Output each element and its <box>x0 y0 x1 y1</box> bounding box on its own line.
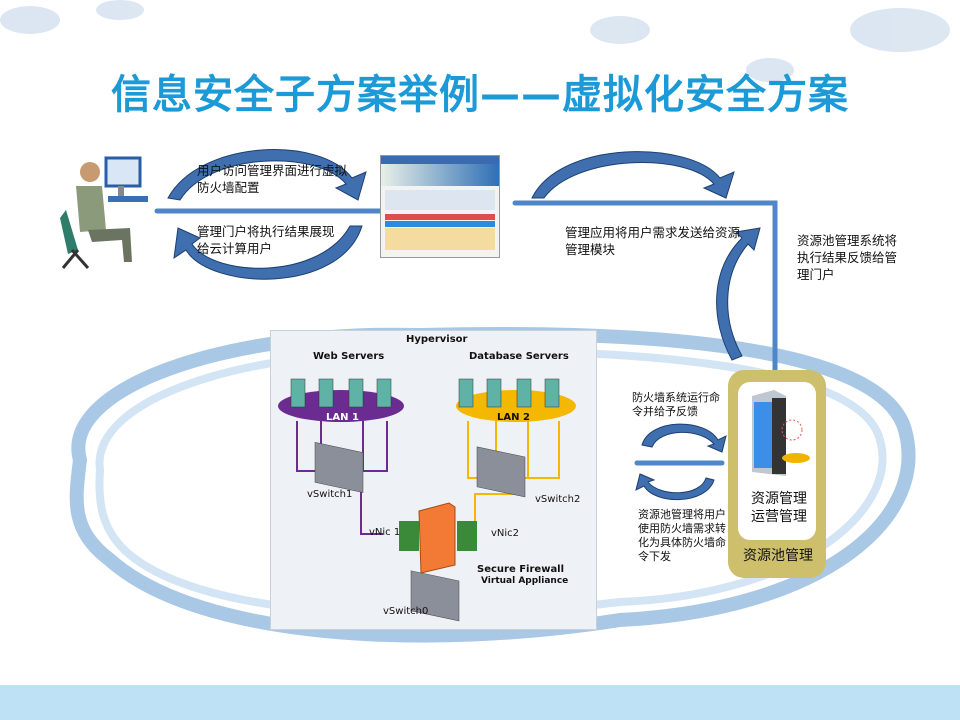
curved-arrows <box>167 149 761 500</box>
vswitch2-label: vSwitch2 <box>535 494 581 505</box>
web-servers-label: Web Servers <box>313 351 385 362</box>
lan1-label: LAN 1 <box>326 412 359 423</box>
resource-management-box: 资源管理运营管理 <box>738 382 816 540</box>
label-firewall-feedback: 防火墙系统运行命令并给予反馈 <box>632 391 720 418</box>
lan1-ellipse <box>278 390 404 422</box>
management-portal-screenshot <box>380 155 500 258</box>
database-servers-label: Database Servers <box>469 351 569 362</box>
vnic2-label: vNic2 <box>491 528 520 539</box>
vswitch1-label: vSwitch1 <box>307 489 353 500</box>
hypervisor-title: Hypervisor <box>406 334 468 345</box>
hypervisor-panel: Hypervisor Web Servers Database Servers … <box>270 330 597 630</box>
firewall-sublabel: Virtual Appliance <box>481 576 569 586</box>
resource-pool-label: 资源池管理 <box>743 548 813 564</box>
label-pool-to-firewall: 资源池管理将用户使用防火墙需求转化为具体防火墙命令下发 <box>638 508 726 563</box>
decorative-flowers <box>0 0 950 82</box>
label-pool-feedback: 资源池管理系统将执行结果反馈给管理门户 <box>797 233 898 282</box>
vnic1-label: vNic 1 <box>369 527 401 538</box>
label-user-access: 用户访问管理界面进行虚拟防火墙配置 <box>197 163 348 195</box>
user-at-computer-icon <box>60 156 148 269</box>
footer-band <box>0 685 960 720</box>
server-database-icon <box>752 390 810 476</box>
connector-lines <box>154 200 778 466</box>
vswitch0-label: vSwitch0 <box>383 606 429 617</box>
lan2-label: LAN 2 <box>497 412 530 423</box>
page-title: 信息安全子方案举例——虚拟化安全方案 <box>111 72 849 118</box>
label-portal-result: 管理门户将执行结果展现给云计算用户 <box>197 224 335 256</box>
label-app-to-resource: 管理应用将用户需求发送给资源管理模块 <box>565 225 741 257</box>
network-topology <box>278 378 576 622</box>
firewall-label: Secure Firewall <box>477 564 565 575</box>
resource-ops-label: 资源管理运营管理 <box>751 491 807 525</box>
